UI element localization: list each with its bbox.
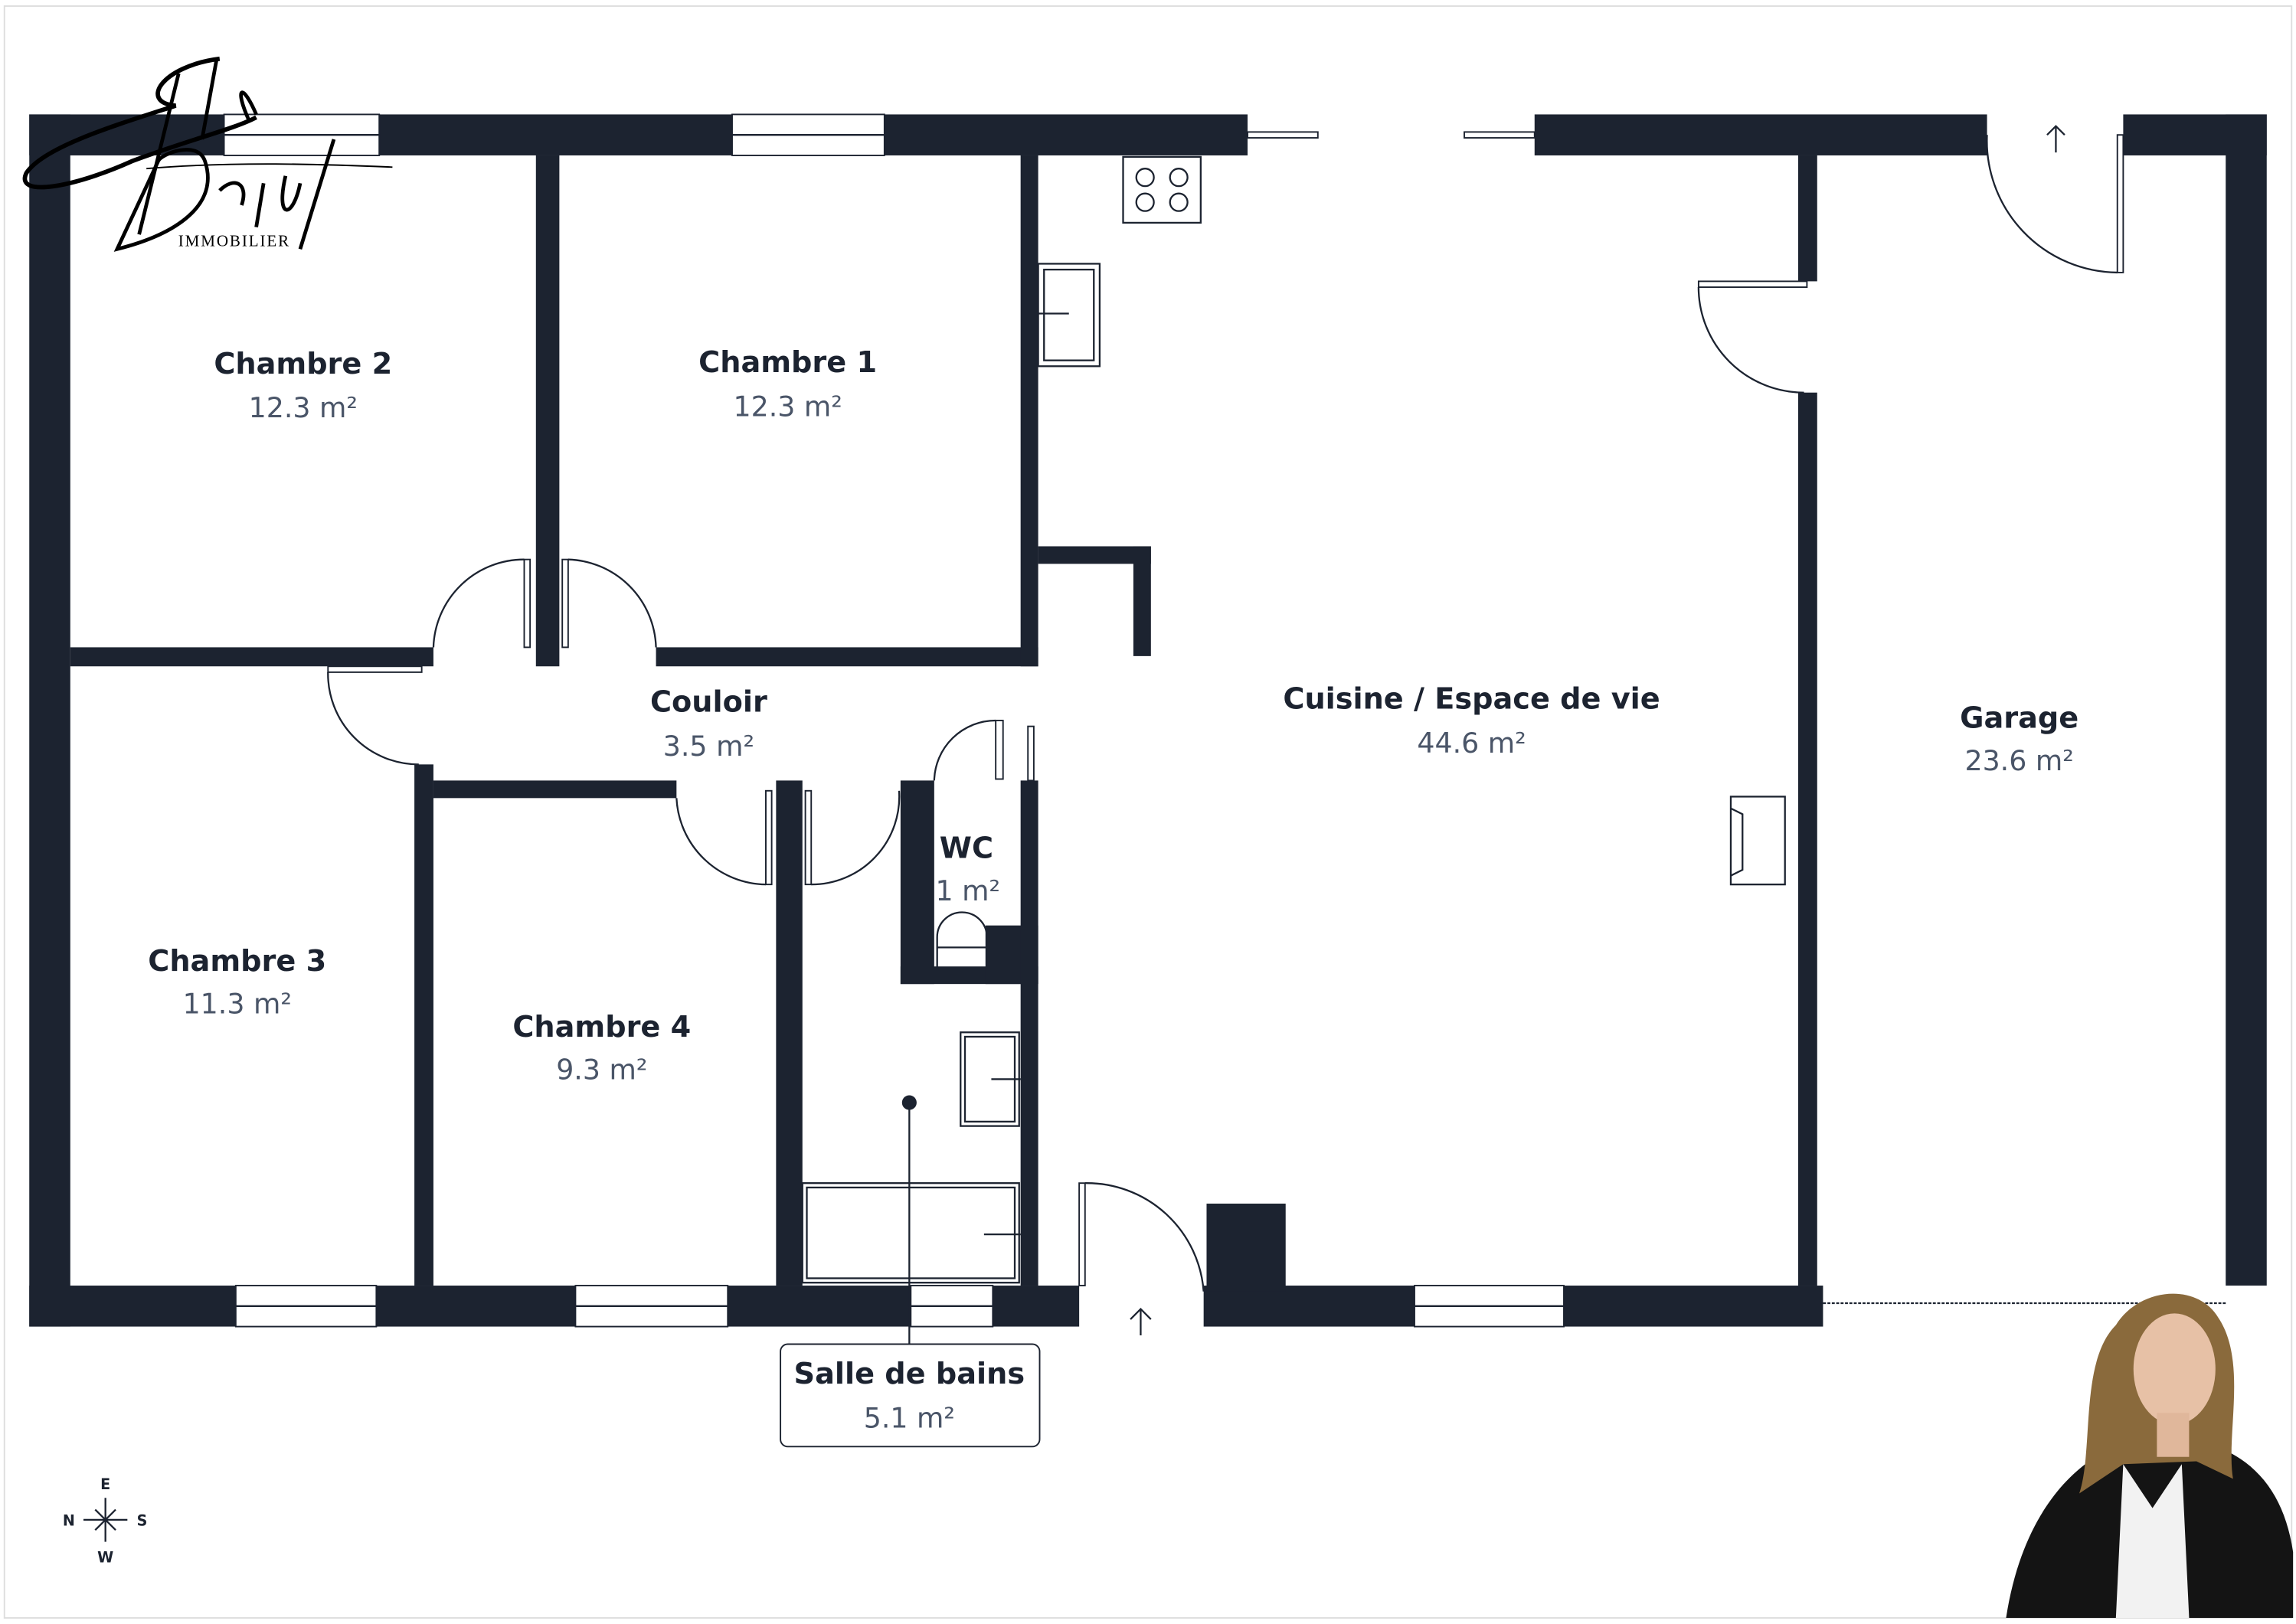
- room-area: 12.3 m²: [249, 391, 358, 424]
- room-name: Couloir: [650, 686, 767, 720]
- room-area: 23.6 m²: [1964, 744, 2073, 777]
- logo: IMMOBILIER: [22, 56, 393, 252]
- room-name: Chambre 1: [698, 346, 877, 380]
- compass-icon: E N S W: [63, 1475, 147, 1567]
- room-area: 44.6 m²: [1417, 727, 1526, 760]
- callout-box: [780, 1343, 1041, 1448]
- room-name: Chambre 2: [214, 348, 392, 381]
- compass-south: S: [137, 1512, 148, 1530]
- room-name: Chambre 3: [148, 945, 326, 979]
- agent-photo: [2006, 1293, 2294, 1619]
- bathtub-icon: [801, 1182, 1021, 1284]
- room-area: 12.3 m²: [733, 390, 842, 423]
- room-name: Salle de bains: [794, 1358, 1025, 1391]
- room-name: Cuisine / Espace de vie: [1283, 683, 1660, 717]
- sink-icon: [1037, 263, 1101, 368]
- room-name: Garage: [1960, 702, 2079, 736]
- washbasin-icon: [960, 1031, 1021, 1127]
- fireplace-icon: [1729, 796, 1786, 886]
- room-name: WC: [940, 832, 993, 866]
- room-area: 1 m²: [936, 874, 1001, 907]
- logo-subtitle: IMMOBILIER: [178, 232, 290, 250]
- walls: [29, 114, 2267, 1327]
- page-border: [3, 5, 2293, 1619]
- cooktop-icon: [1122, 155, 1202, 224]
- room-labels: Chambre 2 12.3 m² Chambre 1 12.3 m² Coul…: [148, 346, 2079, 1448]
- doors: [327, 125, 2124, 1336]
- toilet-icon: [936, 911, 988, 969]
- compass-north: N: [63, 1512, 75, 1530]
- room-name: Chambre 4: [512, 1011, 691, 1044]
- room-area: 3.5 m²: [663, 730, 754, 763]
- compass-east: E: [100, 1475, 110, 1493]
- room-area: 11.3 m²: [183, 987, 292, 1020]
- fixtures: [801, 155, 1786, 1284]
- compass-west: W: [97, 1548, 113, 1566]
- room-area: 5.1 m²: [864, 1401, 955, 1434]
- room-area: 9.3 m²: [556, 1053, 647, 1086]
